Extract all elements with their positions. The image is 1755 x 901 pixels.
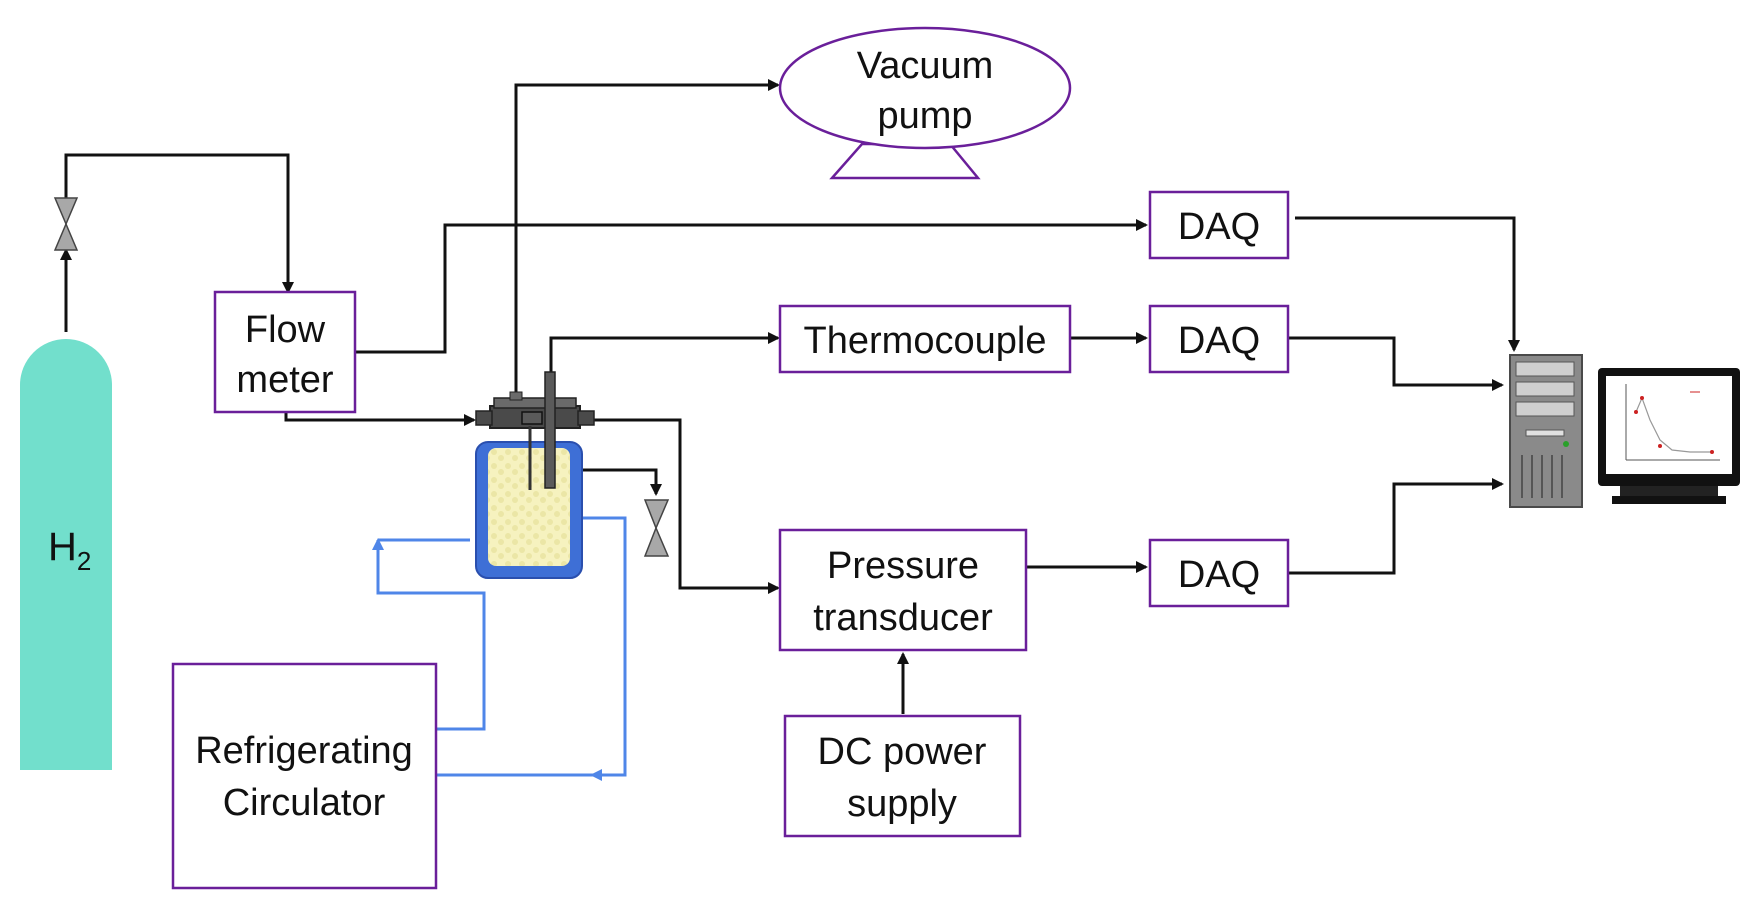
lid-top xyxy=(493,397,577,409)
pressure-transducer-box[interactable]: Pressure transducer xyxy=(778,528,1028,652)
lid-port xyxy=(509,391,523,401)
daq-top-label: DAQ xyxy=(1178,206,1260,248)
vacuum-pump-line2: pump xyxy=(877,95,972,137)
daq-top-box[interactable]: DAQ xyxy=(1148,190,1290,260)
cylinder-label-main: H xyxy=(48,525,77,569)
valve-inlet-icon[interactable] xyxy=(53,197,79,251)
daq-mid-box[interactable]: DAQ xyxy=(1148,304,1290,374)
line-valve-to-flowmeter xyxy=(64,153,294,294)
flow-meter-line2: meter xyxy=(236,359,333,401)
cylinder-label-sub: 2 xyxy=(77,546,91,576)
line-reactor-to-vacuum xyxy=(514,79,780,396)
valve-outlet-icon[interactable] xyxy=(643,499,670,557)
daq-bottom-box[interactable]: DAQ xyxy=(1148,538,1290,608)
daq-bottom-label: DAQ xyxy=(1178,554,1260,596)
refrigerating-line2: Circulator xyxy=(223,782,386,824)
computer-tower-icon[interactable] xyxy=(1509,354,1583,508)
line-probe-to-thermocouple xyxy=(549,332,780,374)
cylinder-label: H2 xyxy=(48,525,91,576)
hydrogen-cylinder: H2 xyxy=(20,339,112,770)
line-flowmeter-to-reactor xyxy=(284,412,476,426)
monitor-icon[interactable] xyxy=(1598,368,1740,504)
line-daq-top-to-computer xyxy=(1295,216,1520,352)
vacuum-pump-line1: Vacuum xyxy=(857,45,994,87)
flow-meter-box[interactable]: Flow meter xyxy=(213,290,357,414)
line-daq-mid-to-computer xyxy=(1288,336,1504,391)
line-daq-bottom-to-computer xyxy=(1288,478,1504,575)
gas-lines xyxy=(60,79,1520,714)
pressure-transducer-line2: transducer xyxy=(813,597,993,639)
lid-flange-right xyxy=(577,410,595,426)
vacuum-pump[interactable]: Vacuum pump xyxy=(778,26,1072,180)
lid-flange-left xyxy=(475,410,493,426)
coolant-lines xyxy=(372,516,627,781)
line-reactor-to-pressure xyxy=(582,418,780,594)
thermocouple-probe xyxy=(544,371,556,489)
monitor-plot-icon xyxy=(1625,384,1720,461)
thermocouple-label: Thermocouple xyxy=(804,320,1047,362)
pressure-transducer-line1: Pressure xyxy=(827,545,979,587)
daq-mid-label: DAQ xyxy=(1178,320,1260,362)
line-circulator-to-jacket xyxy=(372,538,486,731)
thermocouple-box[interactable]: Thermocouple xyxy=(778,304,1072,374)
reactor-vessel xyxy=(475,371,595,579)
vacuum-pump-body xyxy=(778,26,1072,150)
dc-power-supply-box[interactable]: DC power supply xyxy=(783,714,1022,838)
flow-meter-line1: Flow xyxy=(245,309,326,351)
line-jacket-to-circulator xyxy=(580,516,627,781)
refrigerating-circulator-box[interactable]: Refrigerating Circulator xyxy=(171,662,438,890)
dc-power-line2: supply xyxy=(847,783,957,825)
lid-center-block xyxy=(521,411,543,425)
dc-power-line1: DC power xyxy=(818,731,987,773)
vacuum-pump-base xyxy=(829,142,981,180)
refrigerating-line1: Refrigerating xyxy=(195,730,413,772)
line-flowmeter-to-daq-top xyxy=(355,219,1148,354)
